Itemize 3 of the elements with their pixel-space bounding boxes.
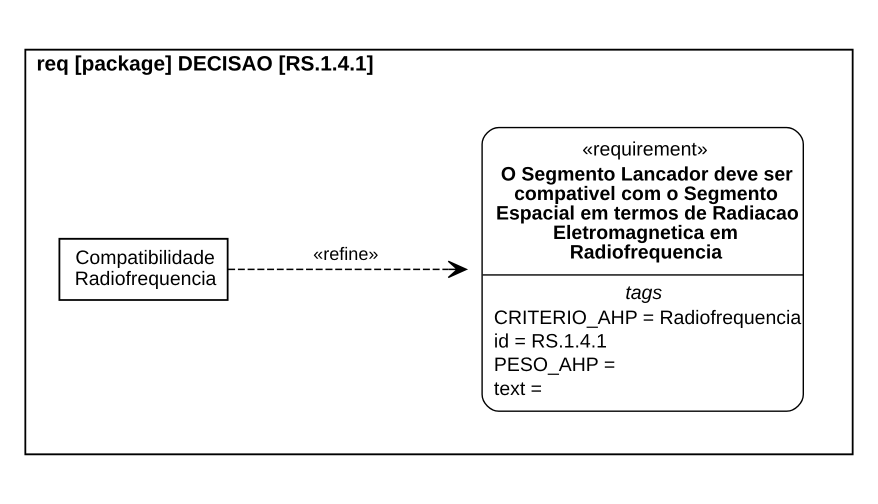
- node-box: Compatibilidade Radiofrequencia: [58, 238, 229, 301]
- arrow: [228, 260, 468, 278]
- edge-label: «refine»: [313, 244, 378, 264]
